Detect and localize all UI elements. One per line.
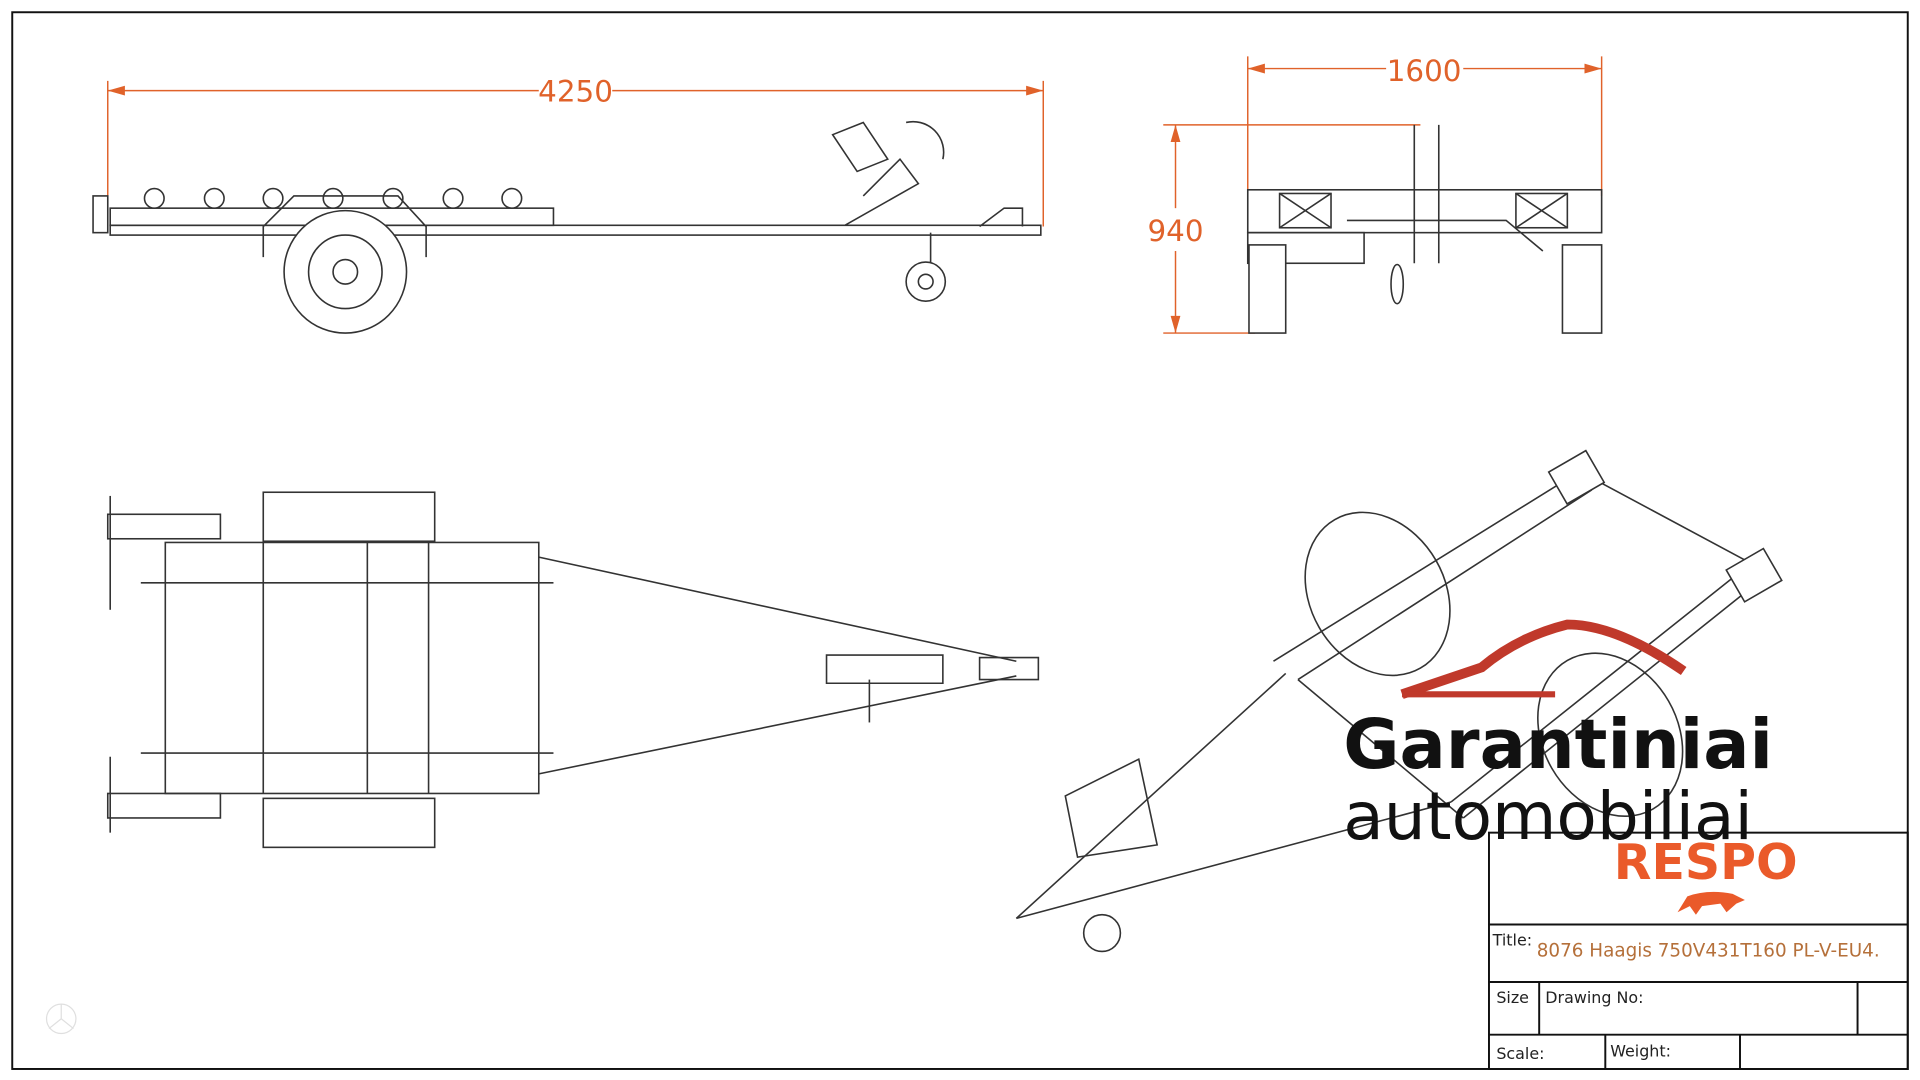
dimension-height-label: 940 [1147, 214, 1203, 248]
watermark-line2: automobiliai [1343, 778, 1753, 855]
bull-icon [1677, 891, 1745, 915]
dimension-height: 940 [1147, 124, 1421, 334]
dimension-width: 1600 [1247, 54, 1603, 196]
dimension-length: 4250 [107, 75, 1044, 233]
size-label: Size [1496, 988, 1529, 1007]
scale-label: Scale: [1496, 1044, 1544, 1063]
sheet-border [11, 11, 1909, 1070]
top-view [106, 491, 1040, 849]
watermark-line1: Garantiniai [1343, 705, 1773, 785]
brand-logo-text: RESPO [1614, 834, 1798, 891]
mercedes-logo-icon [45, 1003, 77, 1035]
wheel-icon [283, 209, 408, 334]
title-label: Title: [1492, 930, 1532, 949]
roof-icon [1400, 619, 1687, 699]
drawing-no-label: Drawing No: [1545, 988, 1643, 1007]
watermark-logo: Garantiniai automobiliai [1343, 619, 1773, 855]
front-view [1246, 124, 1603, 334]
isometric-view [1015, 449, 1783, 953]
title-block: RESPO Title: 8076 Haagis 750V431T160 PL-… [1488, 831, 1909, 1070]
dimension-width-label: 1600 [1387, 54, 1462, 88]
side-view [92, 120, 1042, 334]
weight-label: Weight: [1610, 1042, 1671, 1061]
dimension-length-label: 4250 [538, 75, 613, 109]
title-value: 8076 Haagis 750V431T160 PL-V-EU4. [1537, 940, 1880, 961]
